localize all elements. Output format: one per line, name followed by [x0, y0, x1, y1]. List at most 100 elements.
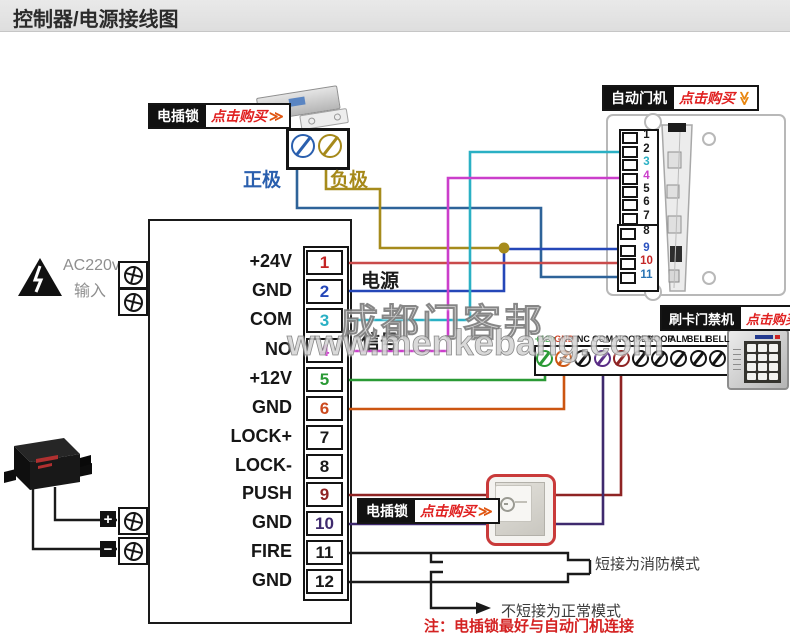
- keypad-text-lines: [733, 345, 741, 371]
- door-terminal-number: 1: [643, 129, 650, 141]
- auto-door-tag-label: 自动门机: [604, 87, 674, 109]
- card-terminal-label: BELL: [686, 334, 711, 344]
- auto-door-buy-tag[interactable]: 自动门机 点击购买≫: [602, 85, 759, 111]
- card-reader-buy-tag[interactable]: 刷卡门禁机 点击购买≫: [660, 305, 790, 331]
- lock-connection-note: 注：电插锁最好与自动门机连接: [424, 618, 635, 635]
- controller-terminal-number: 7: [306, 425, 343, 450]
- controller-terminal-number: 10: [306, 511, 343, 536]
- door-terminal-number: 10: [640, 255, 653, 267]
- controller-terminal-label: +24V: [249, 251, 292, 271]
- lock-negative-screw: [318, 134, 342, 158]
- wire-controller-12v: [349, 371, 547, 382]
- wire-short-stub-bottom: [429, 570, 443, 582]
- screw-icon: [123, 541, 143, 561]
- card-reader-buy-link[interactable]: 点击购买≫: [741, 307, 790, 329]
- ac-input-label-2: 输入: [74, 283, 107, 300]
- card-reader-keypad-image: [727, 329, 789, 390]
- controller-terminal-label: COM: [250, 309, 292, 329]
- card-terminal-screw: [536, 350, 553, 367]
- plus-badge: +: [100, 511, 116, 528]
- door-terminal-number: 9: [643, 242, 650, 254]
- normal-mode-note: 不短接为正常模式: [501, 603, 622, 620]
- door-terminal-box: [620, 228, 636, 240]
- wire-junction-dot: [498, 242, 510, 254]
- door-terminal-box: [622, 186, 638, 198]
- buy-arrow-right-icon: ≫: [269, 107, 284, 124]
- controller-terminal-number: 6: [306, 396, 343, 421]
- door-terminal-number: 8: [643, 225, 650, 237]
- door-terminal-box: [622, 199, 638, 211]
- door-terminal-box: [622, 213, 638, 225]
- dc-minus-terminal: [118, 537, 148, 565]
- wire-controller-com: [349, 150, 619, 322]
- ac-terminal-2: [118, 288, 148, 316]
- card-terminal-screw: [670, 350, 688, 367]
- normal-mode-arrow-icon: [476, 602, 491, 614]
- page-title: 控制器/电源接线图: [13, 9, 179, 31]
- door-terminal-number: 7: [643, 210, 650, 222]
- door-terminal-box: [622, 159, 638, 171]
- door-operator-rail: [661, 124, 693, 292]
- bottom-lock-buy-link[interactable]: 点击购买≫: [415, 500, 498, 522]
- screw-icon: [123, 511, 143, 531]
- card-terminal-label: DOOP: [646, 334, 674, 344]
- controller-terminal-number: 12: [306, 569, 343, 594]
- door-terminal-box: [622, 173, 638, 185]
- power-adapter-icon: [4, 438, 92, 490]
- controller-terminal-number: 2: [306, 279, 343, 304]
- screw-icon: [123, 292, 143, 312]
- keypad-led2-icon: [775, 335, 780, 339]
- door-terminal-number: 5: [643, 183, 650, 195]
- controller-terminal-label: LOCK+: [230, 426, 292, 446]
- door-terminal-box: [622, 132, 638, 144]
- bottom-lock-buy-tag[interactable]: 电插锁 点击购买≫: [357, 498, 500, 524]
- door-terminal-box: [620, 258, 636, 270]
- wire-controller-no: [349, 176, 619, 353]
- controller-terminal-number: 8: [306, 454, 343, 479]
- card-terminal-label: BELL: [706, 334, 730, 344]
- lock-positive-screw: [291, 134, 315, 158]
- card-terminal-screw: [612, 350, 630, 367]
- dc-plus-terminal: [118, 507, 148, 535]
- door-terminal-number: 6: [643, 196, 650, 208]
- card-terminal-label: ALM: [669, 334, 690, 344]
- ac-input-label-1: AC220v: [63, 257, 120, 274]
- controller-terminal-number: 1: [306, 250, 343, 275]
- wire-gnd12-line: [349, 572, 590, 584]
- negative-label: 负极: [330, 170, 369, 191]
- top-lock-tag-label: 电插锁: [150, 105, 206, 127]
- controller-terminal-label: GND: [252, 280, 292, 300]
- card-terminal-screw: [593, 350, 611, 367]
- card-terminal-screw: [651, 350, 669, 367]
- controller-terminal-label: GND: [252, 397, 292, 417]
- card-reader-tag-label: 刷卡门禁机: [662, 307, 742, 329]
- card-terminal-label: NO: [615, 334, 629, 344]
- controller-terminal-number: 3: [306, 308, 343, 333]
- card-terminal-screw: [708, 350, 726, 367]
- top-lock-buy-tag[interactable]: 电插锁 点击购买≫: [148, 103, 291, 129]
- signal-wires-label: 信号: [361, 332, 400, 353]
- top-lock-buy-link[interactable]: 点击购买≫: [206, 105, 289, 127]
- title-bar: 控制器/电源接线图: [0, 0, 790, 32]
- fire-mode-note: 短接为消防模式: [595, 556, 701, 573]
- door-terminal-number: 3: [643, 156, 650, 168]
- wire-push-to-no: [349, 371, 623, 497]
- wire-fire-line: [349, 551, 590, 562]
- controller-terminal-number: 9: [306, 482, 343, 507]
- door-terminal-number: 2: [643, 143, 650, 155]
- bottom-lock-tag-label: 电插锁: [359, 500, 415, 522]
- controller-terminal-label: +12V: [249, 368, 292, 388]
- wire-controller-gnd6: [349, 371, 566, 411]
- card-terminal-screw: [689, 350, 707, 367]
- auto-door-buy-link[interactable]: 点击购买≫: [674, 87, 757, 109]
- keypad-keys: [744, 341, 781, 383]
- wire-short-stub-top: [429, 553, 443, 564]
- controller-terminal-label: GND: [252, 512, 292, 532]
- controller-terminal-number: 4: [306, 338, 343, 363]
- card-terminal-screw: [632, 350, 649, 367]
- buy-arrow-right-icon: ≫: [478, 502, 493, 519]
- positive-label: 正极: [243, 170, 282, 191]
- door-terminal-box: [620, 272, 636, 284]
- power-wires-label: 电源: [361, 271, 400, 292]
- controller-terminal-label: PUSH: [241, 483, 292, 503]
